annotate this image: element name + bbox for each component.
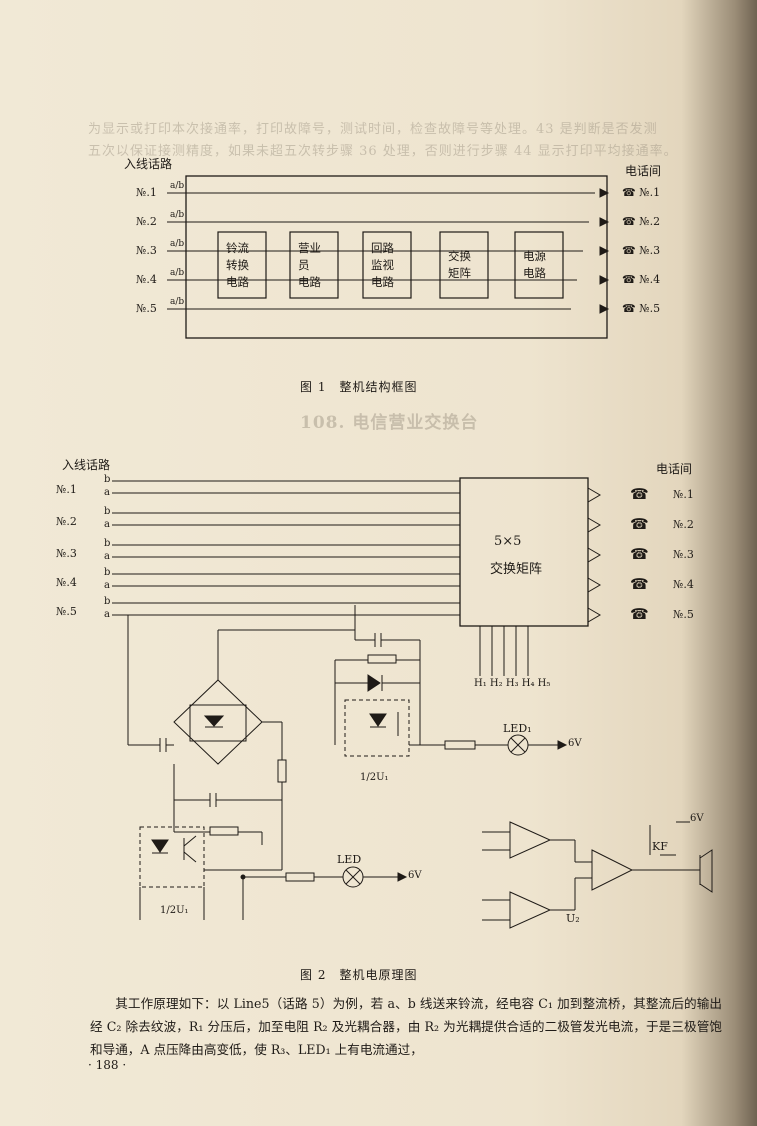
body-paragraph: 其工作原理如下：以 Line5（话路 5）为例，若 a、b 线送来铃流，经电容 …: [90, 996, 722, 1057]
figure-1-block-label: 电路: [523, 266, 546, 280]
figure-1-line-label: №.3: [136, 244, 157, 257]
figure-1-block: [362, 231, 412, 299]
figure-1-block: [217, 231, 267, 299]
figure-2-phone-label: №.3: [673, 548, 694, 561]
figure-2-circuit-diagram: [112, 477, 713, 929]
figure-1-output-arrow: [599, 188, 610, 198]
phone-icon: ☎: [630, 545, 649, 563]
figure-1-phone-label: ☎ №.4: [622, 273, 661, 286]
figure-1-block: [439, 231, 489, 299]
figure-2-wire-b: b: [104, 567, 111, 578]
figure-1-block-label: 交换: [448, 249, 471, 263]
u1-lower-label: 1/2U₁: [160, 905, 189, 916]
figure-2-wire-b: b: [104, 538, 111, 549]
figure-2-wire-a: a: [104, 580, 110, 591]
figure-2-line-label: №.2: [56, 515, 77, 528]
figure-1-block-label: 员: [298, 258, 310, 272]
figure-1-output-arrow: [599, 217, 610, 227]
figure-2-output-arrow: [587, 487, 601, 503]
figure-1-phone-label: ☎ №.2: [622, 215, 661, 228]
matrix-size-label: 5×5: [494, 534, 522, 549]
figure-2-output-arrow: [587, 517, 601, 533]
figure-1-phone-label: ☎ №.5: [622, 302, 661, 315]
figure-1-block-label: 回路: [371, 241, 394, 255]
kf-label: KF: [652, 840, 668, 853]
figure-1-block-label: 矩阵: [448, 266, 471, 280]
figure-2-phone-label: №.5: [673, 608, 694, 621]
figure-2-in-label: 入线话路: [62, 458, 111, 472]
figure-1-block-label: 转换: [226, 258, 249, 272]
figure-1-wire-a: a/b: [170, 239, 185, 249]
voltage-label-2: 6V: [408, 870, 422, 881]
show-through-text: 108. 电信营业交换台: [300, 413, 479, 433]
figure-2-phone-label: №.2: [673, 518, 694, 531]
figure-1-output-arrow: [599, 246, 610, 256]
figure-1-in-label: 入线话路: [124, 157, 173, 171]
figure-2-caption: 图 2 整机电原理图: [300, 968, 418, 982]
u2-label: U₂: [566, 912, 580, 925]
phone-icon: ☎: [630, 605, 649, 623]
show-through-text: 为显示或打印本次接通率，打印故障号，测试时间，检查故障号等处理。43 是判断是否…: [88, 122, 658, 137]
h-labels: H₁ H₂ H₃ H₄ H₅: [474, 678, 551, 689]
figure-2-phone-label: №.4: [673, 578, 694, 591]
u1-upper-label: 1/2U₁: [360, 772, 389, 783]
figure-2-output-arrow: [587, 547, 601, 563]
led1-label: LED₁: [503, 722, 532, 735]
figure-2-phone-label: №.1: [673, 488, 694, 501]
voltage-label-1: 6V: [568, 738, 582, 749]
figure-1-block-label: 电路: [298, 275, 321, 289]
figure-2-out-label: 电话间: [656, 462, 693, 476]
figure-1-block-label: 营业: [298, 241, 321, 255]
figure-1-line-label: №.4: [136, 273, 157, 286]
figure-1-block-diagram: [167, 175, 610, 339]
figure-2-wire-b: b: [104, 506, 111, 517]
figure-2-line-label: №.3: [56, 547, 77, 560]
figure-2-line-label: №.4: [56, 576, 77, 589]
figure-1-wire-a: a/b: [170, 181, 185, 191]
figure-2-wire-b: b: [104, 596, 111, 607]
figure-2-wire-a: a: [104, 609, 110, 620]
phone-icon: ☎: [630, 575, 649, 593]
figure-1-block-label: 电源: [523, 249, 546, 263]
figure-1-line-label: №.2: [136, 215, 157, 228]
led-label: LED: [337, 853, 362, 866]
figure-1-block-label: 监视: [371, 258, 394, 272]
figure-1-phone-label: ☎ №.3: [622, 244, 661, 257]
voltage-label-3: 6V: [690, 813, 704, 824]
figure-1-out-label: 电话间: [625, 164, 662, 178]
figure-1-block: [289, 231, 339, 299]
figure-1-wire-a: a/b: [170, 297, 185, 307]
figure-1-output-arrow: [599, 275, 610, 285]
figure-1-wire-a: a/b: [170, 210, 185, 220]
figure-1-block-label: 铃流: [226, 241, 249, 255]
matrix-name-label: 交换矩阵: [490, 562, 543, 577]
body-text: 其工作原理如下：以 Line5（话路 5）为例，若 a、b 线送来铃流，经电容 …: [90, 992, 722, 1061]
figure-1-block: [514, 231, 564, 299]
figure-1-line-label: №.5: [136, 302, 157, 315]
figure-1-block-label: 电路: [226, 275, 249, 289]
figure-2-line-label: №.5: [56, 605, 77, 618]
page-number: · 188 ·: [88, 1058, 127, 1072]
figure-1-caption: 图 1 整机结构框图: [300, 380, 418, 394]
figure-1-output-arrow: [599, 304, 610, 314]
phone-icon: ☎: [630, 515, 649, 533]
figure-1-line-label: №.1: [136, 186, 157, 199]
figure-2-output-arrow: [587, 577, 601, 593]
show-through-text: 五次以保证接测精度，如果未超五次转步骤 36 处理，否则进行步骤 44 显示打印…: [88, 144, 678, 159]
figure-2-output-arrow: [587, 607, 601, 623]
figure-2-wire-a: a: [104, 519, 110, 530]
figure-2-wire-a: a: [104, 551, 110, 562]
figure-1-phone-label: ☎ №.1: [622, 186, 661, 199]
figure-1-block-label: 电路: [371, 275, 394, 289]
phone-icon: ☎: [630, 485, 649, 503]
figure-1-wire-a: a/b: [170, 268, 185, 278]
figure-2-wire-b: b: [104, 474, 111, 485]
figure-2-line-label: №.1: [56, 483, 77, 496]
figure-2-wire-a: a: [104, 487, 110, 498]
